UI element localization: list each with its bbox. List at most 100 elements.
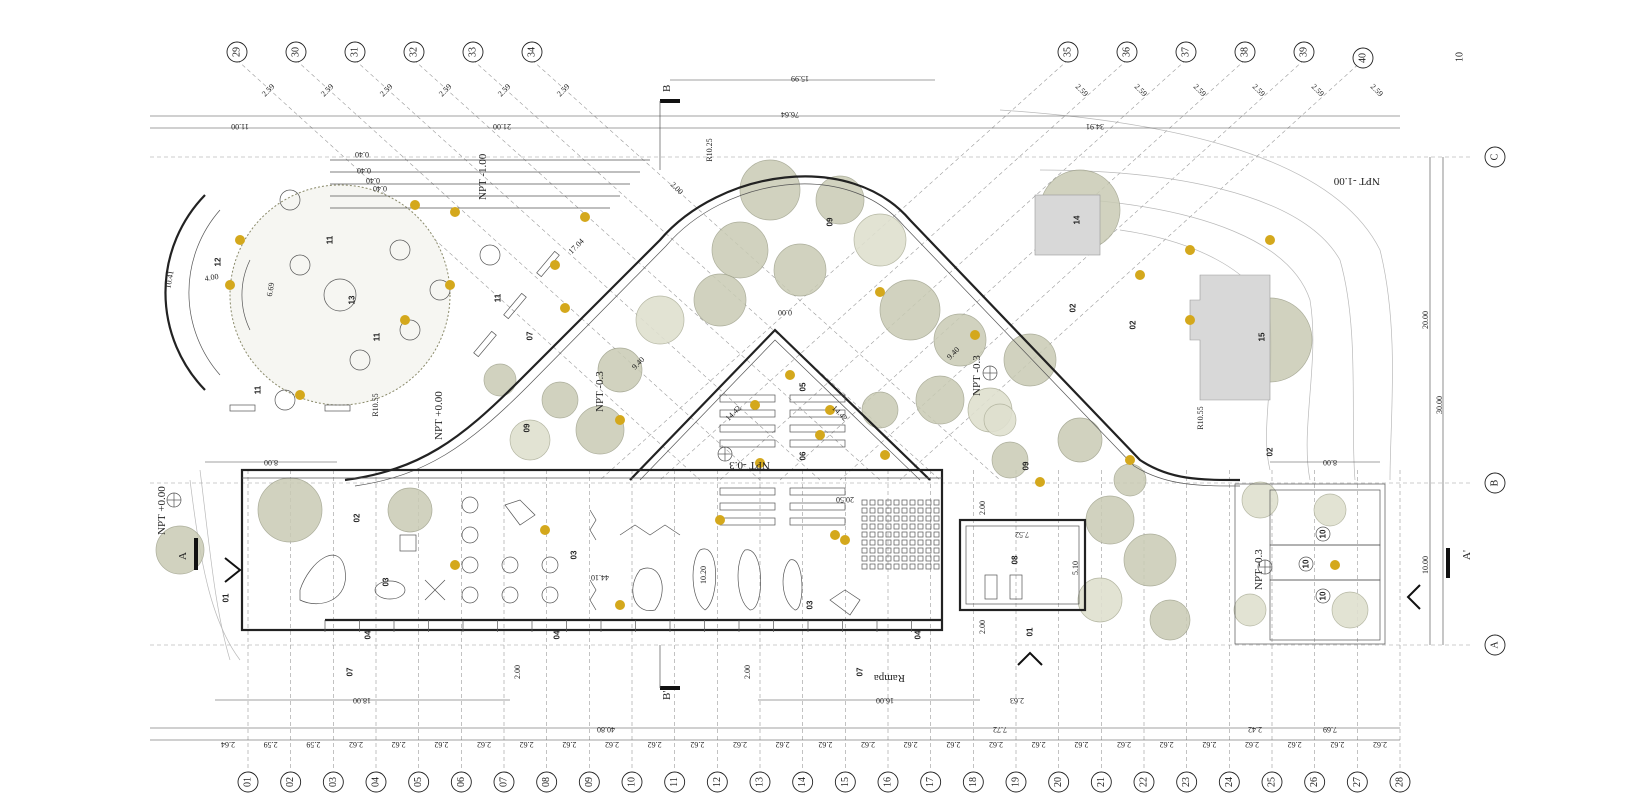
dim-top-left-2: 2.59 bbox=[378, 82, 394, 98]
tile bbox=[909, 563, 916, 570]
circular-plaza bbox=[164, 159, 650, 412]
axis-18: 18 bbox=[962, 771, 984, 793]
svg-text:08: 08 bbox=[541, 777, 552, 787]
dim-bottom-right-a: 2.42 bbox=[1248, 725, 1262, 734]
axis-02: 02 bbox=[280, 771, 302, 793]
tile bbox=[933, 531, 940, 538]
dim-bottom-right-b: 7.69 bbox=[1323, 725, 1337, 734]
dim-left-segment: 11.00 bbox=[231, 122, 249, 131]
room-08 bbox=[958, 518, 1087, 612]
section-marks: A A' B B' bbox=[177, 85, 1473, 700]
axis-B: B bbox=[1484, 472, 1506, 494]
tile bbox=[925, 499, 932, 506]
tile bbox=[917, 507, 924, 514]
tile bbox=[885, 563, 892, 570]
axis-05: 05 bbox=[408, 771, 430, 793]
svg-text:37: 37 bbox=[1181, 47, 1192, 57]
tile bbox=[877, 515, 884, 522]
tile bbox=[901, 523, 908, 530]
axis-11: 11 bbox=[664, 771, 686, 793]
svg-text:36: 36 bbox=[1122, 47, 1133, 57]
axis-13: 13 bbox=[749, 771, 771, 793]
dim-right-height: 30.00 bbox=[1435, 396, 1444, 414]
dim-bottom-2: 2.59 bbox=[306, 740, 320, 749]
zone-11b: 11 bbox=[494, 293, 503, 302]
axis-bubbles-right: CBA bbox=[1484, 146, 1506, 656]
tile bbox=[893, 539, 900, 546]
tile bbox=[917, 563, 924, 570]
svg-text:09: 09 bbox=[584, 777, 595, 787]
facade-mullions bbox=[324, 620, 912, 632]
tile bbox=[925, 539, 932, 546]
axis-28: 28 bbox=[1389, 771, 1411, 793]
dim-ramp-len-left: 18.00 bbox=[353, 696, 371, 705]
tile bbox=[917, 555, 924, 562]
tile bbox=[877, 531, 884, 538]
tile bbox=[861, 515, 868, 522]
zone-01a: 01 bbox=[222, 593, 231, 602]
svg-text:33: 33 bbox=[468, 47, 479, 57]
npt-right: NPT -0.3 bbox=[1253, 549, 1265, 590]
tile bbox=[901, 555, 908, 562]
tile bbox=[861, 507, 868, 514]
zone-03a: 03 bbox=[382, 577, 391, 586]
dim-bottom-11: 2.62 bbox=[690, 740, 704, 749]
zone-04c: 04 bbox=[914, 630, 923, 639]
svg-text:13: 13 bbox=[755, 777, 766, 787]
tile bbox=[861, 547, 868, 554]
axis-08: 08 bbox=[536, 771, 558, 793]
dim-top-right-5: 2.59 bbox=[1369, 82, 1385, 98]
npt-tri-center: NPT -0.3 bbox=[729, 459, 770, 471]
tile bbox=[925, 515, 932, 522]
tile bbox=[925, 555, 932, 562]
zone-09b: 09 bbox=[523, 423, 532, 432]
tile bbox=[877, 507, 884, 514]
svg-text:17: 17 bbox=[925, 777, 936, 787]
dim-top-right-4: 2.59 bbox=[1310, 82, 1326, 98]
axis-40: 40 bbox=[1352, 47, 1374, 69]
dim-top-right-1: 2.59 bbox=[1133, 82, 1149, 98]
zone-labels: 01 01 02 02 02 02 03 03 03 04 04 04 05 0… bbox=[214, 215, 1331, 676]
zone-09a: 09 bbox=[826, 217, 835, 226]
dim-bottom-17: 2.62 bbox=[946, 740, 960, 749]
tile bbox=[909, 547, 916, 554]
main-hall bbox=[240, 394, 944, 632]
svg-text:26: 26 bbox=[1309, 777, 1320, 787]
tile-grid bbox=[861, 499, 940, 570]
vegetation bbox=[155, 159, 1369, 641]
svg-text:38: 38 bbox=[1240, 47, 1251, 57]
dim-ramp-mid: 2.63 bbox=[1010, 696, 1024, 705]
dim-right-lower: 10.00 bbox=[1421, 556, 1430, 574]
svg-text:02: 02 bbox=[285, 777, 296, 787]
axis-09: 09 bbox=[578, 771, 600, 793]
dim-bottom-1: 2.59 bbox=[264, 740, 278, 749]
svg-text:15: 15 bbox=[840, 777, 851, 787]
dim-tri-left: 14.42 bbox=[724, 404, 743, 423]
tile bbox=[861, 499, 868, 506]
axis-38: 38 bbox=[1234, 41, 1256, 63]
tile bbox=[869, 563, 876, 570]
tile bbox=[893, 555, 900, 562]
dim-bottom-12: 2.62 bbox=[733, 740, 747, 749]
axis-30: 30 bbox=[285, 41, 307, 63]
dim-diag-a: 17.04 bbox=[567, 237, 586, 256]
npt-top-right: NPT -1.00 bbox=[1333, 175, 1380, 187]
tile bbox=[933, 507, 940, 514]
zone-02b: 02 bbox=[1069, 303, 1078, 312]
svg-text:10: 10 bbox=[627, 777, 638, 787]
tile bbox=[917, 499, 924, 506]
existing-structures bbox=[1034, 194, 1271, 401]
axis-15: 15 bbox=[834, 771, 856, 793]
dim-bottom-27: 2.62 bbox=[1373, 740, 1387, 749]
dim-arc-r: 6.69 bbox=[265, 282, 276, 297]
svg-text:16: 16 bbox=[883, 777, 894, 787]
svg-text:18: 18 bbox=[968, 777, 979, 787]
zone-02a: 02 bbox=[353, 513, 362, 522]
tile bbox=[869, 555, 876, 562]
svg-text:29: 29 bbox=[232, 47, 243, 57]
svg-text:21: 21 bbox=[1096, 777, 1107, 787]
dim-right-gap: 8.00 bbox=[1323, 458, 1337, 467]
dim-mid-segment: 21.00 bbox=[493, 122, 511, 131]
